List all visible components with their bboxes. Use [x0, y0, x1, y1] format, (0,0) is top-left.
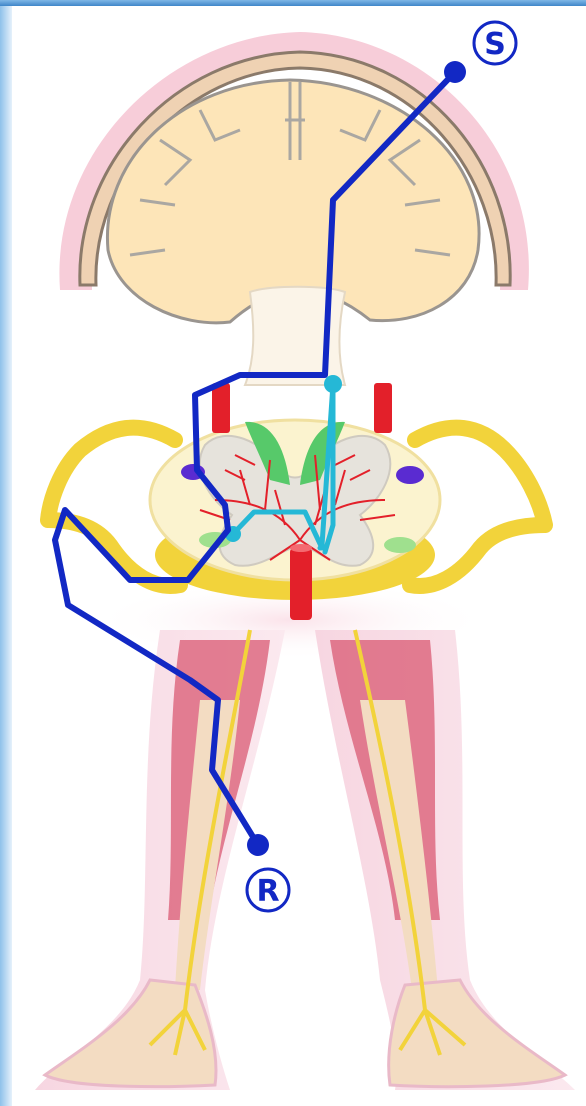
interneuron-node-top [324, 375, 342, 393]
right-dorsal-artery [374, 383, 392, 433]
legs [35, 580, 575, 1090]
response-point [247, 834, 269, 856]
response-label: R [256, 874, 279, 909]
left-dorsal-artery [212, 383, 230, 433]
anterior-spinal-artery [290, 548, 312, 620]
brain [59, 32, 528, 385]
response-marker: R [247, 834, 289, 911]
stimulus-point [444, 61, 466, 83]
left-foot [45, 980, 216, 1087]
spinal-cord-section [48, 383, 545, 620]
stimulus-marker: S [444, 22, 516, 83]
stimulus-label: S [484, 27, 506, 62]
ventral-column-right [384, 537, 416, 553]
right-tract-nodule [396, 466, 424, 484]
